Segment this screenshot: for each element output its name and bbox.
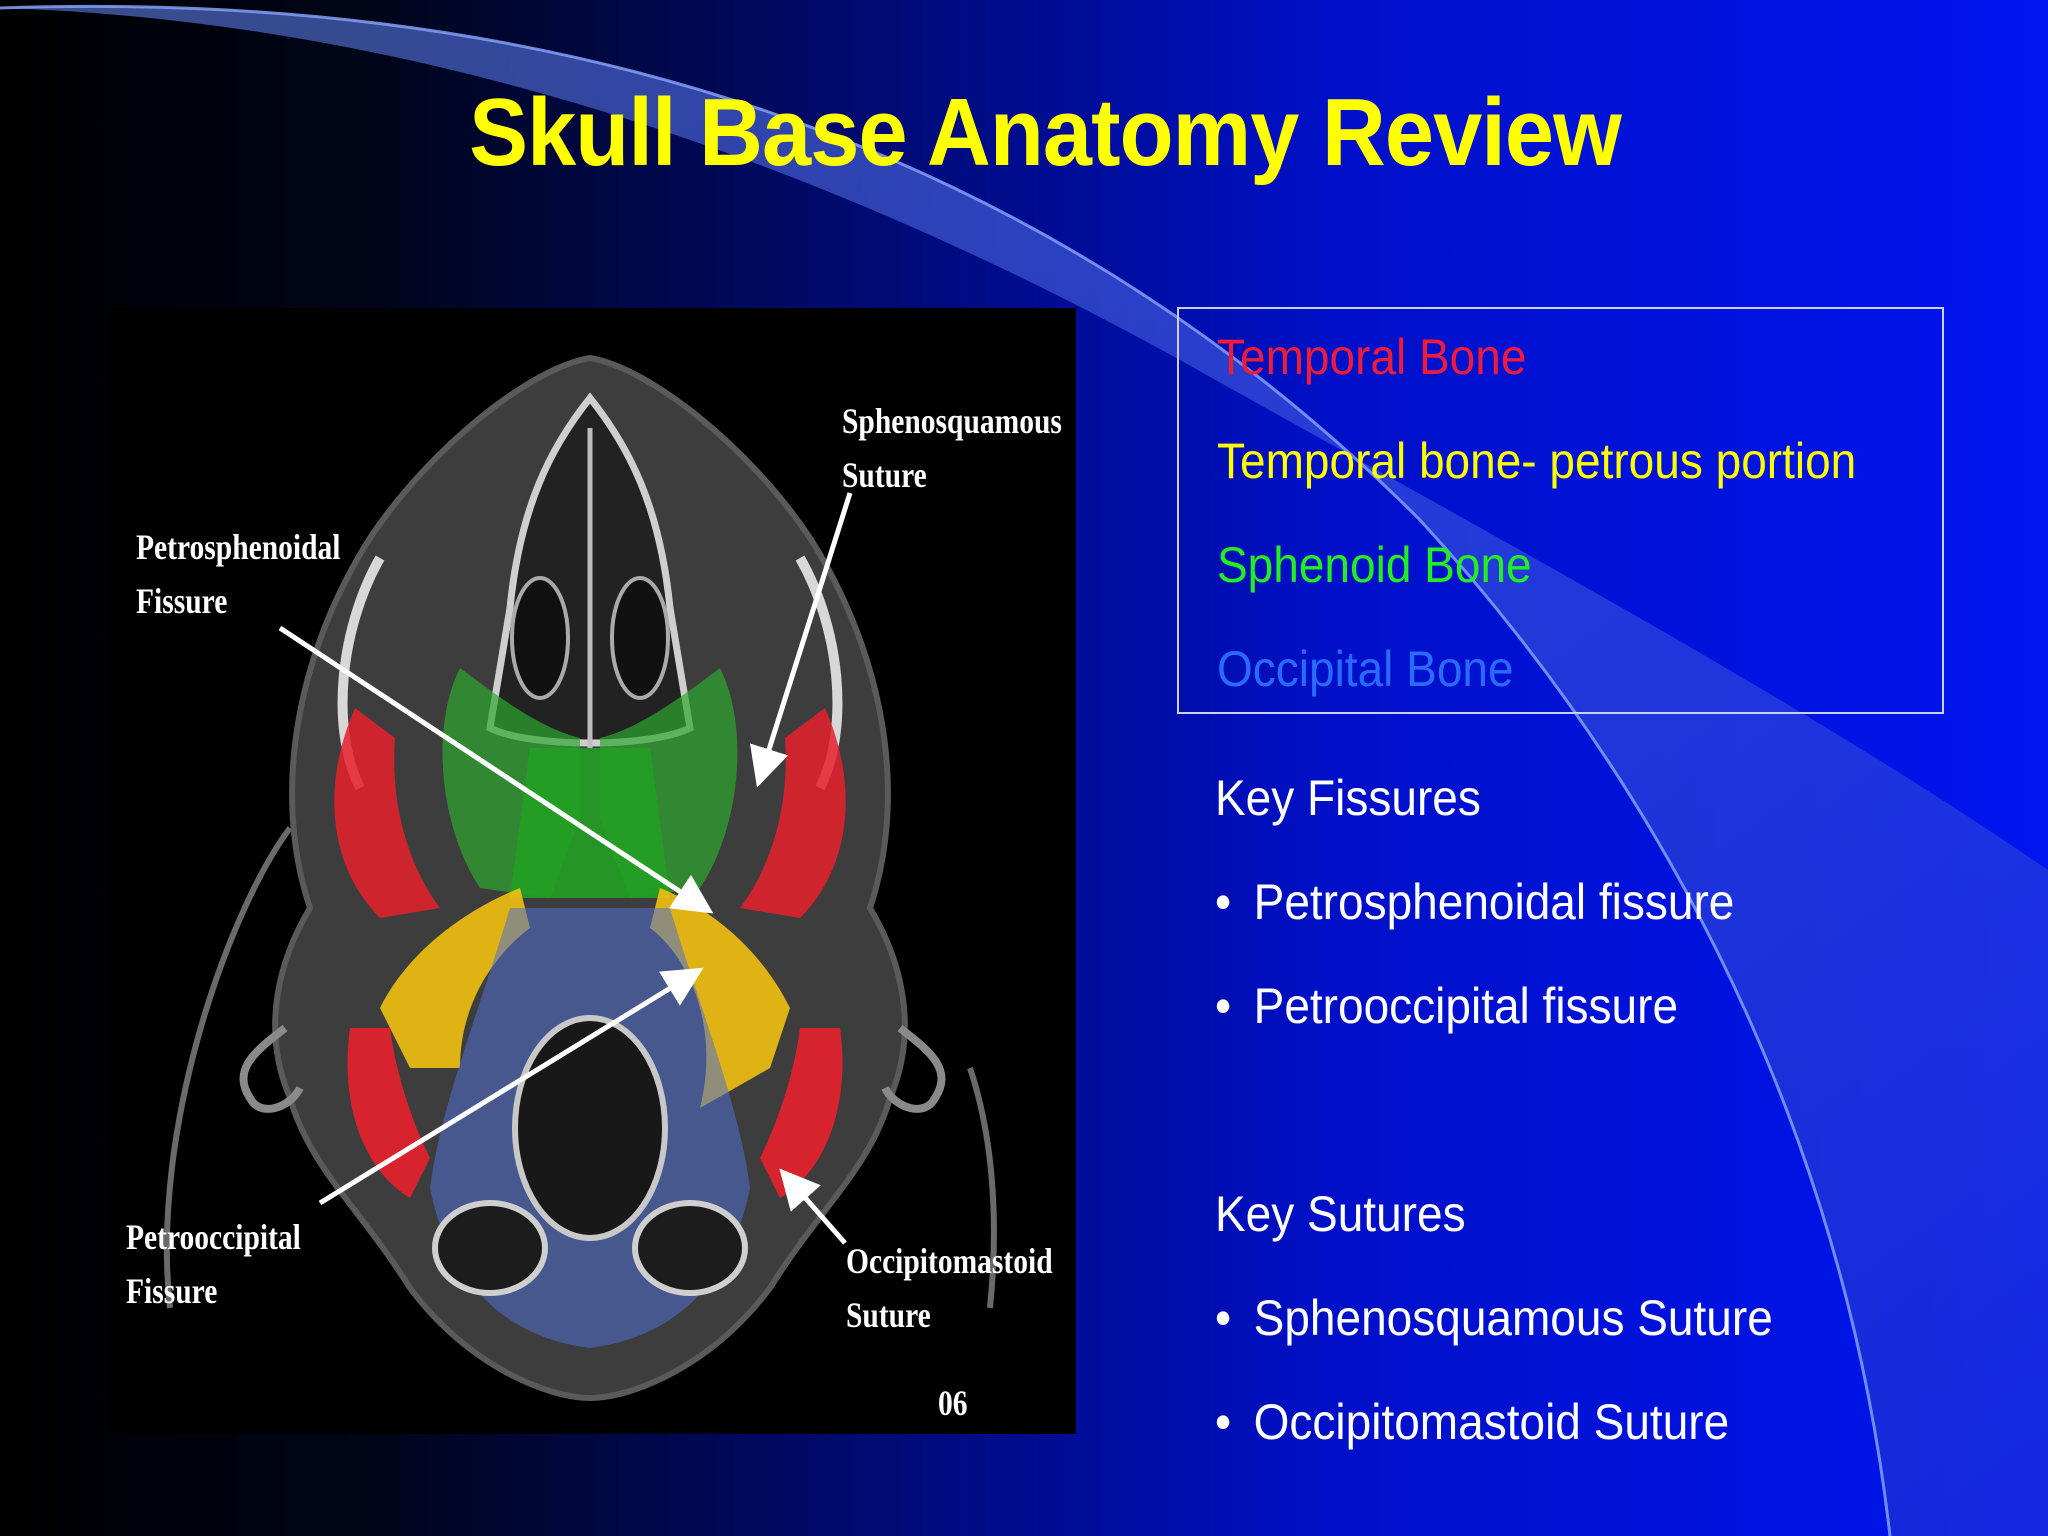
fissure-item: • Petrosphenoidal fissure <box>1215 872 1734 932</box>
bullet-glyph: • <box>1215 978 1232 1034</box>
scan-arc-right <box>967 1067 997 1309</box>
bullet-glyph: • <box>1215 874 1232 930</box>
label-sphenosquamous: Sphenosquamous Suture <box>842 394 1062 502</box>
sinus-left <box>510 576 570 700</box>
slide-title: Skull Base Anatomy Review <box>469 79 1622 186</box>
sphenoid-body <box>510 748 670 898</box>
label-petrooccipital-line1: Petrooccipital <box>126 1217 301 1257</box>
sinus-right <box>610 576 670 700</box>
foramen-magnum <box>512 1015 668 1241</box>
arrow-petrosphenoidal <box>278 625 714 914</box>
label-petrooccipital: Petrooccipital Fissure <box>126 1210 301 1318</box>
key-fissures-heading: Key Fissures <box>1215 770 1481 826</box>
label-occipitomastoid: Occipitomastoid Suture <box>846 1234 1053 1342</box>
arrow-petrooccipital <box>318 967 704 1206</box>
label-sphenosquamous-line1: Sphenosquamous <box>842 401 1062 441</box>
temporal-bone-left <box>334 708 440 918</box>
mastoid-right <box>760 1028 843 1198</box>
legend-sphenoid-bone: Sphenoid Bone <box>1217 537 1532 593</box>
mastoid-left <box>347 1028 430 1198</box>
key-sutures-heading: Key Sutures <box>1215 1186 1466 1242</box>
ct-scan-figure: Petrosphenoidal Fissure Sphenosquamous S… <box>110 308 1076 1434</box>
left-ear <box>239 1024 304 1113</box>
petrous-left <box>380 888 530 1068</box>
label-occipitomastoid-line2: Suture <box>846 1295 931 1335</box>
label-petrosphenoidal-line1: Petrosphenoidal <box>136 527 341 567</box>
scan-arc <box>163 826 293 1309</box>
suture-item-label: Sphenosquamous Suture <box>1253 1290 1773 1346</box>
bullet-glyph: • <box>1215 1394 1232 1450</box>
legend-occipital-bone: Occipital Bone <box>1217 641 1514 697</box>
label-occipitomastoid-line1: Occipitomastoid <box>846 1241 1053 1281</box>
suture-item: • Occipitomastoid Suture <box>1215 1392 1729 1452</box>
temporal-bone-right <box>740 708 846 918</box>
label-petrooccipital-line2: Fissure <box>126 1271 218 1311</box>
bone-legend-box: Temporal Bone Temporal bone- petrous por… <box>1177 307 1944 714</box>
suture-item: • Sphenosquamous Suture <box>1215 1288 1773 1348</box>
fissure-item: • Petrooccipital fissure <box>1215 976 1678 1036</box>
petrous-right <box>650 888 790 1108</box>
bullet-glyph: • <box>1215 1290 1232 1346</box>
legend-petrous-portion: Temporal bone- petrous portion <box>1217 433 1857 489</box>
ct-scan-image <box>163 354 997 1402</box>
label-sphenosquamous-line2: Suture <box>842 455 927 495</box>
suture-item-label: Occipitomastoid Suture <box>1253 1394 1730 1450</box>
occipital-fossa-right <box>632 1200 748 1296</box>
fissure-item-label: Petrooccipital fissure <box>1253 978 1679 1034</box>
arrow-sphenosquamous <box>749 492 853 788</box>
label-petrosphenoidal-line2: Fissure <box>136 581 228 621</box>
legend-temporal-bone: Temporal Bone <box>1217 329 1527 385</box>
label-petrosphenoidal: Petrosphenoidal Fissure <box>136 520 340 628</box>
image-number: 06 <box>938 1383 968 1423</box>
fissure-item-label: Petrosphenoidal fissure <box>1253 874 1735 930</box>
occipital-fossa-left <box>432 1200 548 1296</box>
arrow-occipitomastoid <box>779 1168 847 1245</box>
right-ear <box>881 1024 946 1113</box>
